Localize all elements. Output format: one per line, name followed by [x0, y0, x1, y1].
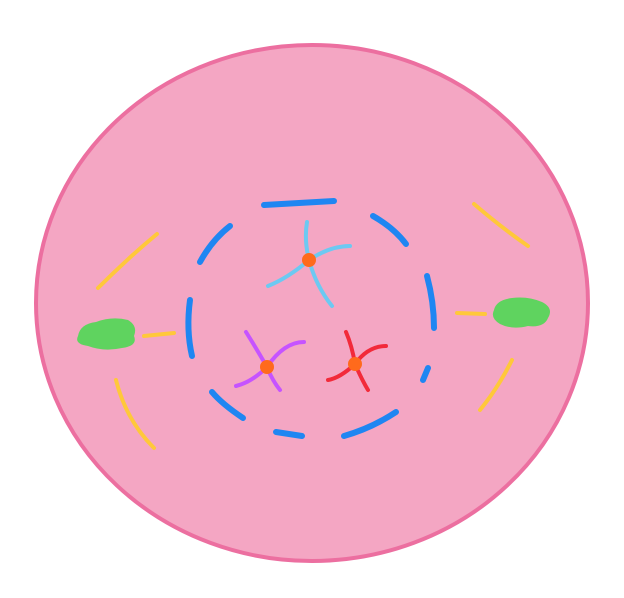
spindle-fibers-right [455, 202, 530, 412]
spindle-fiber [478, 358, 514, 412]
spindle-fiber [472, 202, 530, 248]
nuclear-envelope-fragment [420, 365, 431, 383]
spindle-fibers-left [96, 232, 176, 450]
nuclear-envelope-fragment [273, 429, 305, 439]
nuclear-envelope [185, 198, 437, 439]
cell-membrane [34, 43, 590, 563]
nuclear-envelope-fragment [424, 273, 437, 331]
spindle-fiber [96, 232, 159, 290]
centromere [302, 253, 316, 267]
spindle-fiber [455, 311, 487, 316]
nuclear-envelope-fragment [261, 198, 337, 208]
nuclear-envelope-fragment [197, 223, 233, 265]
centromere [260, 360, 274, 374]
spindle-fiber [114, 378, 156, 450]
centrosome-left [77, 318, 136, 350]
nuclear-envelope-fragment [209, 389, 246, 421]
nuclear-envelope-fragment [370, 213, 409, 247]
centromere [348, 357, 362, 371]
spindle-fiber [142, 331, 176, 338]
nuclear-envelope-fragment [341, 409, 399, 439]
nuclear-envelope-fragment [185, 297, 195, 359]
centrosome-right [492, 297, 550, 328]
